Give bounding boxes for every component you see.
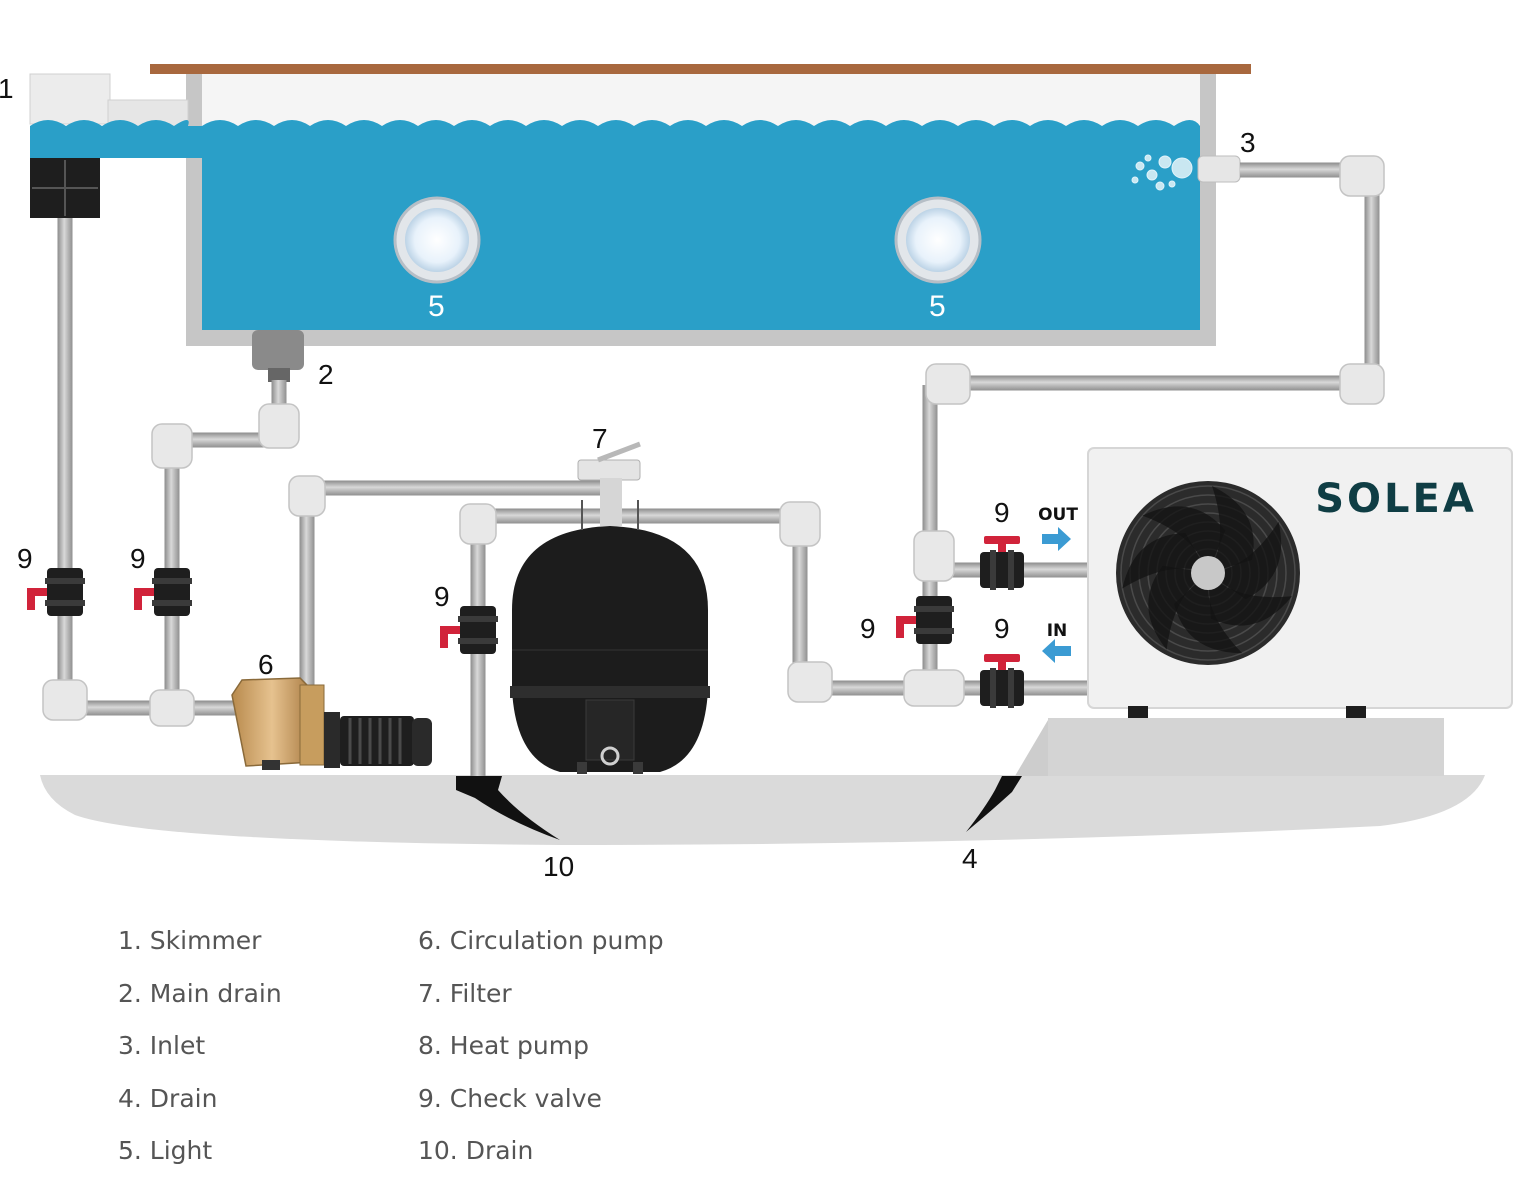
legend-item: 3. Inlet — [118, 1031, 206, 1060]
callout-valve-f: 9 — [994, 613, 1010, 644]
callout-light-right: 5 — [929, 290, 946, 323]
sand-filter — [510, 500, 710, 774]
legend-item: 10. Drain — [418, 1136, 534, 1165]
pipe-fitting — [459, 503, 497, 545]
callout-valve-c: 9 — [434, 581, 450, 612]
pipe — [307, 480, 610, 496]
callout-drain-right: 4 — [962, 843, 978, 874]
plinth-ramp — [1015, 720, 1048, 776]
main-drain-body — [252, 330, 304, 370]
callout-main-drain: 2 — [318, 359, 334, 390]
out-label: OUT — [1038, 505, 1078, 525]
multiport-valve — [577, 441, 641, 526]
out-arrow-icon — [1042, 527, 1071, 551]
legend-left: 1. Skimmer 2. Main drain 3. Inlet 4. Dra… — [118, 918, 282, 1181]
legend-item: 7. Filter — [418, 978, 512, 1008]
pipe — [792, 516, 808, 688]
inlet-fitting — [1197, 155, 1241, 183]
pipe-fitting — [787, 661, 833, 703]
valve-group — [27, 536, 1024, 708]
check-valve — [980, 654, 1024, 708]
check-valve — [134, 568, 192, 616]
pipe — [57, 218, 73, 700]
legend-item: 1. Skimmer — [118, 926, 262, 955]
pool-light-left — [393, 196, 481, 284]
heat-pump-plinth — [1048, 718, 1444, 776]
main-drain-outlet — [268, 368, 290, 382]
pipe — [299, 490, 315, 685]
in-arrow-icon — [1042, 639, 1071, 663]
heat-pump-brand: SOLEA — [1315, 476, 1477, 522]
pipe-fitting — [913, 530, 955, 582]
pipe-fitting — [288, 475, 326, 517]
pool-deck — [150, 64, 1251, 74]
in-label: IN — [1047, 621, 1068, 641]
callout-valve-a: 9 — [17, 543, 33, 574]
ground-slab — [40, 775, 1485, 845]
pool-heating-diagram: SOLEA OUT IN 1 2 3 5 5 6 7 9 9 9 9 9 9 1… — [0, 64, 1513, 882]
callout-light-left: 5 — [428, 290, 445, 323]
pipe — [930, 375, 1372, 391]
pipe — [478, 508, 790, 524]
pipe-fitting — [42, 679, 88, 721]
callout-valve-d: 9 — [860, 613, 876, 644]
drain-pointer-left — [456, 776, 560, 840]
check-valve — [27, 568, 85, 616]
legend-item: 4. Drain — [118, 1083, 218, 1113]
skimmer-housing — [29, 73, 111, 125]
legend-item: 8. Heat pump — [418, 1031, 589, 1060]
pipe — [1364, 175, 1380, 383]
drain-pointer-right — [966, 776, 1022, 832]
pipe-fitting — [258, 403, 300, 449]
callout-pump: 6 — [258, 649, 274, 680]
pipe-fitting — [925, 363, 971, 405]
pool-water — [202, 120, 1200, 330]
legend-item: 6. Circulation pump — [418, 926, 664, 955]
legend-item: 5. Light — [118, 1136, 213, 1165]
inlet-bubbles — [1131, 154, 1193, 191]
heat-pump — [1087, 447, 1513, 718]
pipe — [1240, 162, 1372, 178]
callout-drain-left: 10 — [543, 851, 574, 882]
pipe-fitting — [779, 501, 821, 547]
callout-valve-e: 9 — [994, 497, 1010, 528]
legend-item: 9. Check valve — [418, 1083, 602, 1113]
pool-light-right — [894, 196, 982, 284]
legend-right: 6. Circulation pump 7. Filter 8. Heat pu… — [418, 918, 664, 1181]
pipe-fitting — [151, 423, 193, 469]
callout-filter: 7 — [592, 423, 608, 454]
pipe — [172, 432, 279, 448]
check-valve — [896, 596, 954, 644]
pipe-fitting — [1339, 363, 1385, 405]
check-valve — [980, 536, 1024, 590]
callout-inlet: 3 — [1240, 127, 1256, 158]
circulation-pump — [231, 677, 432, 770]
skimmer-water — [30, 120, 202, 158]
legend-item: 2. Main drain — [118, 978, 282, 1008]
pipe-fitting — [903, 669, 965, 707]
check-valve — [440, 606, 498, 654]
pipe-fitting — [149, 689, 195, 727]
callout-skimmer: 1 — [0, 73, 14, 104]
pipe-fitting — [1339, 155, 1385, 197]
callout-valve-b: 9 — [130, 543, 146, 574]
